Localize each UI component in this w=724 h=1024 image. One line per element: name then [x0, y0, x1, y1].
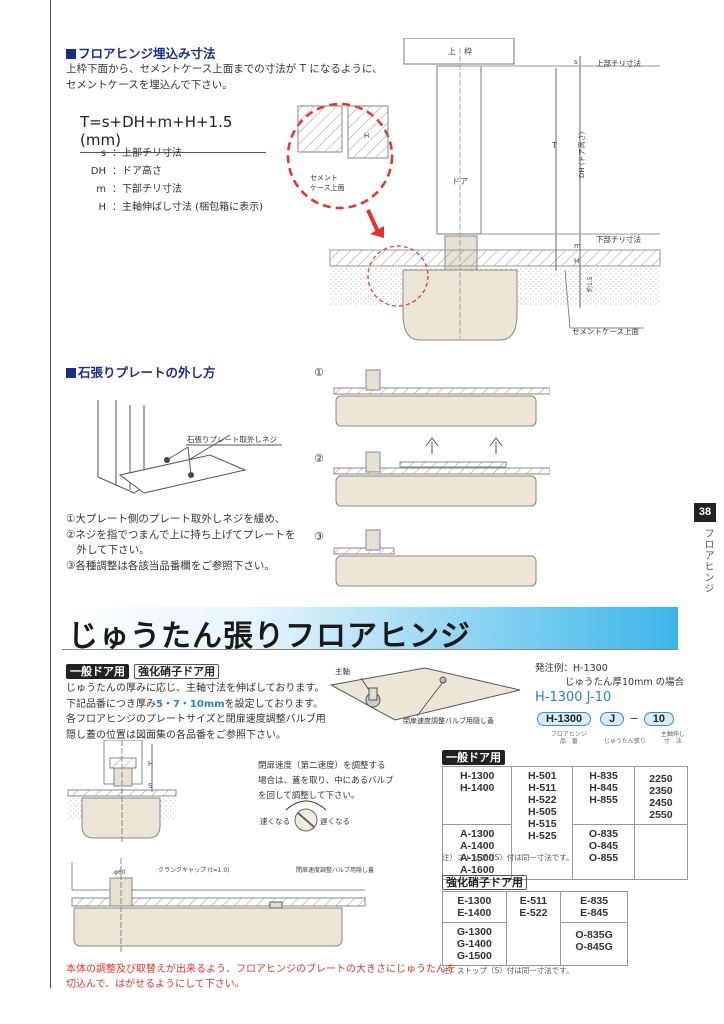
- svg-text:③: ③: [314, 530, 324, 543]
- svg-text:クランクキャップ (t=1.0): クランクキャップ (t=1.0): [158, 867, 230, 874]
- section-banner: じゅうたん張りフロアヒンジ: [62, 607, 678, 654]
- definitions: s：上部チリ寸法 DH：ドア高さ m：下部チリ寸法 H：主軸伸ばし寸法 (梱包箱…: [80, 145, 263, 217]
- order-code: H-1300 J-10: [535, 690, 612, 705]
- tag-tempered-glass-door: 強化硝子ドア用: [134, 664, 220, 679]
- body-line: 隠し蓋の位置は図面集の各品番をご参照下さい。: [66, 729, 286, 741]
- svg-text:場合は、蓋を取り、中にあるバルブ: 場合は、蓋を取り、中にあるバルブ: [258, 775, 394, 786]
- svg-text:T: T: [551, 141, 557, 150]
- svg-text:S: S: [148, 782, 153, 790]
- code-part-length: 10: [643, 712, 674, 726]
- body-line: 下記品番につき厚み5・7・10mmを設定しております。: [66, 698, 324, 710]
- tag-general-door: 一般ドア用: [66, 664, 129, 679]
- carpet-cut-warning: 本体の調整及び取替えが出来るよう、フロアヒンジのプレートの大きさにじゅうたんを切…: [66, 964, 456, 990]
- def-item: H：主軸伸ばし寸法 (梱包箱に表示): [98, 202, 263, 213]
- svg-text:H: H: [148, 760, 153, 768]
- door-type-tags: 一般ドア用 強化硝子ドア用: [66, 660, 220, 679]
- svg-text:石張りプレート取外しネジ: 石張りプレート取外しネジ: [187, 434, 277, 444]
- code-part-model: H-1300: [537, 712, 592, 726]
- order-code-breakdown: H-1300 J − 10: [537, 707, 674, 726]
- step: ②ネジを指でつまんで上に持ち上げてプレートを: [66, 528, 296, 541]
- body-line: じゅうたんの厚みに応じ、主軸寸法を伸ばしております。: [66, 683, 325, 694]
- svg-text:H: H: [364, 132, 369, 140]
- svg-text:約1.5: 約1.5: [586, 276, 594, 292]
- svg-text:φ60: φ60: [114, 869, 126, 876]
- table-glass-header: 強化硝子ドア用: [442, 875, 527, 890]
- svg-text:遅くなる: 遅くなる: [320, 817, 350, 826]
- svg-text:m: m: [574, 242, 581, 250]
- def-item: DH：ドア高さ: [90, 166, 162, 177]
- code-captions: フロアヒンジ 品 番じゅうたん張り主軸伸し 寸 法: [550, 731, 685, 745]
- svg-text:セメント: セメント: [310, 174, 338, 182]
- svg-text:①: ①: [314, 366, 324, 379]
- svg-text:速くなる: 速くなる: [260, 817, 290, 826]
- carpet-body: じゅうたんの厚みに応じ、主軸寸法を伸ばしております。 下記品番につき厚み5・7・…: [66, 681, 326, 743]
- section-title-stone-plate: 石張りプレートの外し方: [66, 362, 216, 381]
- svg-text:セメントケース上面: セメントケース上面: [572, 327, 639, 336]
- cell: [633, 824, 689, 880]
- table-general-header: 一般ドア用: [442, 750, 505, 765]
- table-note: 注）ストップ（S）付は同一寸法です。: [442, 966, 574, 975]
- svg-text:閉扉速度調整バルブ用隠し蓋: 閉扉速度調整バルブ用隠し蓋: [296, 866, 374, 874]
- table-note: 注）ストップ（S）付は同一寸法です。: [442, 853, 574, 862]
- order-example: 発注例：H-1300 じゅうたん厚10mm の場合 H-1300 J-10: [535, 662, 684, 706]
- step: 外して下さい。: [66, 544, 150, 556]
- svg-text:DH (ドア高さ): DH (ドア高さ): [577, 131, 586, 178]
- section-body: 上枠下面から、セメントケース上面までの寸法が T になるように、 セメントケース…: [66, 61, 383, 93]
- def-item: s：上部チリ寸法: [100, 148, 182, 159]
- order-sub: じゅうたん厚10mm の場合: [565, 677, 685, 688]
- body-line: セメントケースを埋込んで下さい。: [66, 79, 233, 91]
- svg-text:主軸: 主軸: [335, 666, 350, 676]
- def-item: m：下部チリ寸法: [96, 184, 182, 195]
- section-title-embedding: フロアヒンジ埋込み寸法: [66, 43, 216, 62]
- svg-text:ケース上面: ケース上面: [310, 183, 345, 192]
- svg-text:②: ②: [314, 452, 324, 465]
- banner-title: じゅうたん張りフロアヒンジ: [68, 619, 471, 654]
- step: ①大プレート側のプレート取外しネジを緩め、: [66, 513, 286, 525]
- step: ③各種調整は各該当品番欄をご参照下さい。: [66, 559, 275, 572]
- order-label: 発注例：H-1300: [535, 663, 608, 674]
- formula: T=s+DH+m+H+1.5 (mm): [80, 113, 266, 153]
- svg-text:上部チリ寸法: 上部チリ寸法: [596, 58, 641, 68]
- page-margin-line: [50, 0, 51, 988]
- svg-text:閉扉速度（第二速度）を調整する: 閉扉速度（第二速度）を調整する: [258, 760, 386, 771]
- carpet-hinge-drawings: H S 閉扉速度（第二速度）を調整する場合は、蓋を取り、中にあるバルブを回して調…: [67, 740, 394, 954]
- dash: −: [629, 712, 639, 725]
- svg-text:を回して調整して下さい。: を回して調整して下さい。: [258, 790, 360, 801]
- stone-plate-illustration: 石張りプレート取外しネジ: [97, 400, 282, 494]
- svg-text:s: s: [574, 58, 578, 66]
- body-line: 上枠下面から、セメントケース上面までの寸法が T になるように、: [66, 63, 383, 75]
- page-number: 38: [694, 503, 716, 522]
- side-category-label: フロアヒンジ: [702, 528, 713, 594]
- svg-text:下部チリ寸法: 下部チリ寸法: [596, 234, 641, 244]
- plate-removal-steps-diagram: ① ② ③: [314, 366, 550, 587]
- embedding-diagram: 上 枠 ドア T s DH (ドア高さ) m H 約1.5 上部チリ寸法 下部チ…: [286, 38, 661, 341]
- body-line: 各フロアヒンジのプレートサイズと閉扉速度調整バルブ用: [66, 714, 326, 725]
- plate-perspective-illustration: 主軸 閉扉速度調整バルブ用隠し蓋: [329, 666, 521, 725]
- removal-steps: ①大プレート側のプレート取外しネジを緩め、 ②ネジを指でつまんで上に持ち上げてプ…: [66, 512, 295, 574]
- svg-text:H: H: [574, 257, 579, 265]
- svg-text:閉扉速度調整バルブ用隠し蓋: 閉扉速度調整バルブ用隠し蓋: [403, 716, 494, 725]
